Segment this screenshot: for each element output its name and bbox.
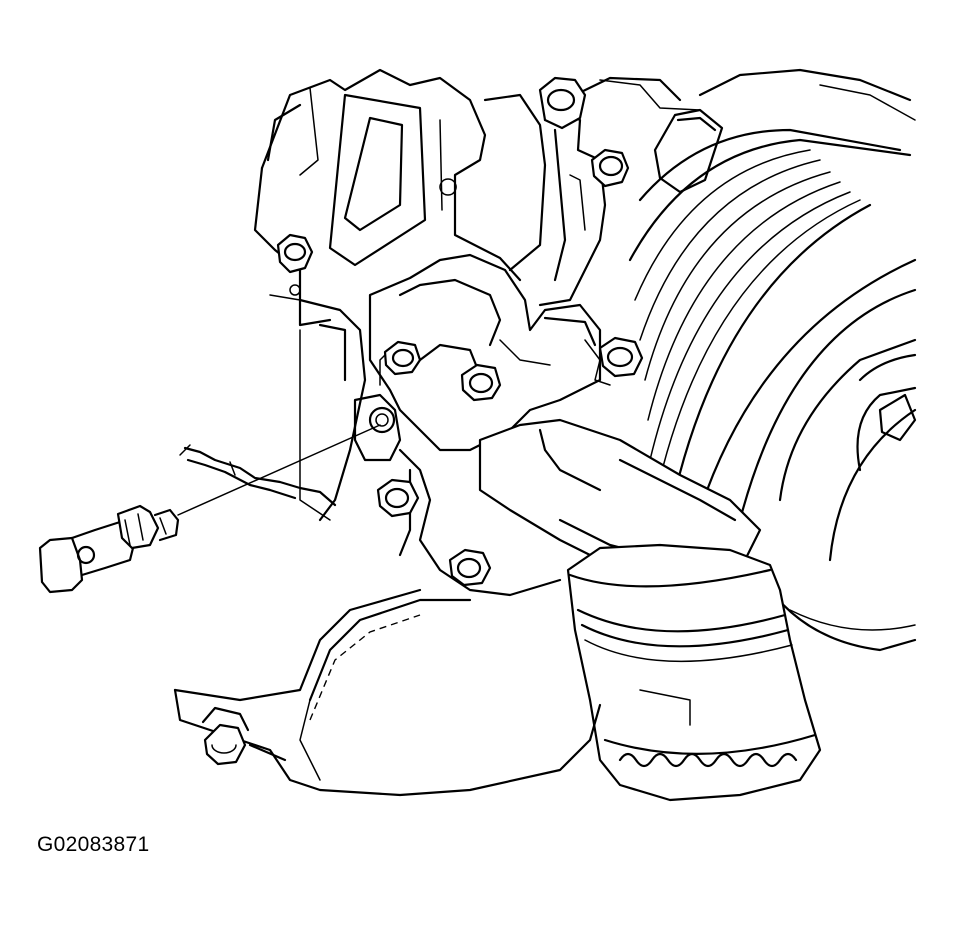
bolt-upper-right xyxy=(590,148,630,188)
oil-pan xyxy=(173,588,602,797)
bolt-left-upper xyxy=(276,233,314,274)
housing-bolt-2 xyxy=(460,363,502,402)
install-guide-line xyxy=(177,424,381,516)
oil-filter xyxy=(566,543,822,802)
housing-bolt-3 xyxy=(584,336,644,386)
drain-plug xyxy=(201,706,250,766)
oil-pressure-sensor xyxy=(38,504,180,594)
figure-id-label: G02083871 xyxy=(37,833,150,856)
oil-filter-adapter-housing xyxy=(353,253,602,597)
bracket-arm xyxy=(538,108,607,307)
housing-bolt-1 xyxy=(383,340,422,376)
sensor-plug-upper xyxy=(653,108,724,194)
housing-bolt-4 xyxy=(376,478,420,518)
housing-bolt-5 xyxy=(448,548,492,587)
engine-block xyxy=(253,68,916,327)
bolt-top xyxy=(538,76,587,130)
block-edge-left xyxy=(179,284,367,522)
